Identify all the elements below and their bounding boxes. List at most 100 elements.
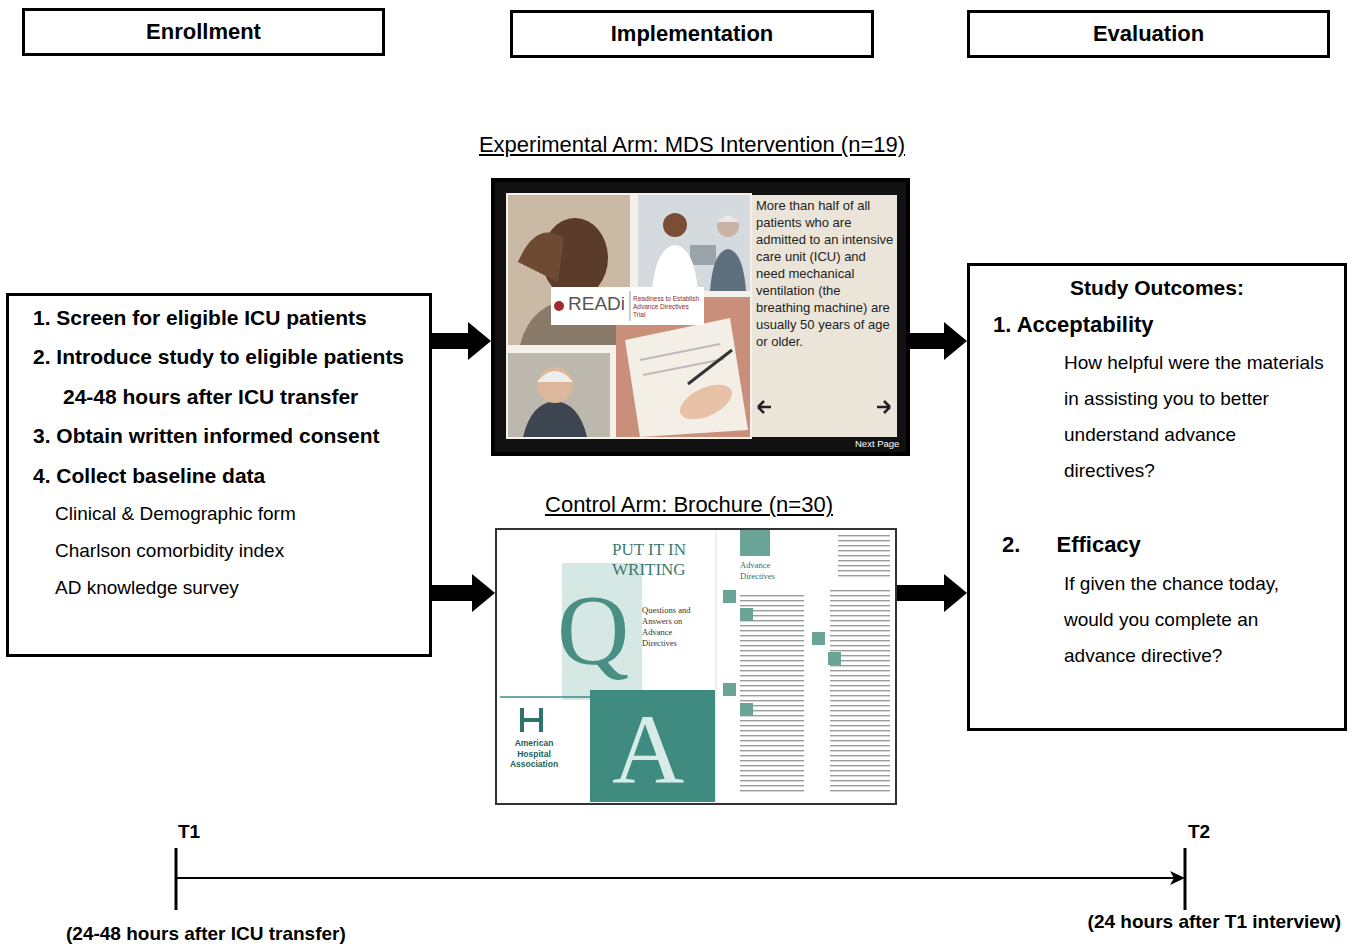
brochure-letter: Q: [557, 580, 629, 680]
label-slot: (24 hours after T1 interview): [1088, 910, 1341, 934]
logo-text: READi: [568, 291, 625, 317]
mds-screenshot-part: [506, 193, 752, 439]
photo-signing-form-part: [625, 318, 748, 437]
outcome-title: 2. Efficacy: [970, 527, 1344, 563]
brochure-illustration-part: [723, 683, 736, 696]
photo-doctor-visit: [638, 195, 750, 291]
outcome-question: How helpful were the materials in assist…: [970, 345, 1344, 489]
text-slot: Questions and Answers on Advance Directi…: [642, 605, 700, 649]
photo-older-man-part: [537, 367, 573, 403]
text-slot: American Hospital Association: [498, 738, 570, 770]
brochure-illustration-part: [500, 696, 590, 698]
photo-man-thinking-part: [518, 233, 564, 282]
timeline-arrowhead: [1170, 871, 1185, 885]
block-arrow: [910, 322, 967, 360]
photo-older-man: [508, 353, 610, 437]
baseline-item: AD knowledge survey: [9, 569, 419, 606]
photo-doctor-visit-part: [717, 215, 739, 222]
step-item: 2. Introduce study to eligible patients …: [9, 337, 419, 416]
nav-label: Next Page: [855, 438, 899, 450]
column-header-text: Evaluation: [1093, 21, 1204, 47]
text-slot: Control Arm: Brochure (n=30): [489, 492, 889, 518]
timeline-tick: [1184, 848, 1187, 910]
text-slot: More than half of all patients who are a…: [756, 197, 895, 350]
photo-signing-form-part: [688, 350, 732, 384]
brochure-illustration-part: [495, 528, 897, 805]
readi-badge: [551, 287, 704, 325]
brochure-illustration: [495, 528, 897, 805]
time-note: (24-48 hours after ICU transfer): [66, 922, 346, 946]
brochure-illustration-part: [830, 588, 890, 793]
readi-badge-part: [554, 301, 564, 311]
brochure-illustration-part: [740, 592, 804, 792]
publisher-name: American Hospital Association: [498, 738, 570, 770]
photo-doctor-visit-part: [690, 245, 716, 265]
text-slot: Advance Directives: [740, 560, 795, 581]
next-arrow-icon: [877, 401, 890, 413]
column-header-box: Enrollment: [22, 8, 385, 56]
text-panel: [752, 195, 897, 437]
time-point: T2: [1188, 820, 1210, 844]
photo-signing-form-part: [640, 344, 720, 360]
brochure-illustration-part: [812, 632, 825, 645]
brochure-illustration-part: [838, 534, 890, 580]
readi-badge-part: [551, 287, 704, 325]
photo-doctor-visit-part: [638, 195, 750, 291]
timeline-axis: [176, 877, 1176, 879]
study-outcomes-box: Study Outcomes:1. AcceptabilityHow helpf…: [967, 263, 1347, 731]
brochure-frame: Control Arm: Brochure (n=30)PUT IT IN WR…: [495, 528, 897, 805]
time-point: T1: [178, 820, 200, 844]
arm-heading: Experimental Arm: MDS Intervention (n=19…: [432, 132, 952, 158]
photo-older-man-part: [537, 371, 573, 382]
photo-doctor-visit-part: [717, 215, 739, 237]
brochure-letter: A: [612, 700, 684, 800]
photo-doctor-visit-part: [652, 245, 698, 291]
label-slot: T1: [178, 820, 200, 844]
step-item: 3. Obtain written informed consent: [9, 416, 419, 455]
back-arrow-icon: [758, 401, 771, 413]
text-slot: Next Page: [855, 438, 899, 450]
baseline-item: Charlson comorbidity index: [9, 532, 419, 569]
column-header-text: Implementation: [611, 21, 774, 47]
brochure-illustration-part: [740, 608, 753, 621]
step-item: 4. Collect baseline data: [9, 456, 419, 495]
brochure-illustration-part: [723, 590, 736, 603]
text-slot: Q: [557, 580, 629, 680]
brochure-title: PUT IT IN WRITING: [612, 540, 712, 579]
photo-older-man-part: [508, 353, 610, 437]
text-slot: Experimental Arm: MDS Intervention (n=19…: [432, 132, 952, 158]
text-slot: READi: [568, 291, 625, 317]
enrollment-steps-box: 1. Screen for eligible ICU patients2. In…: [6, 293, 432, 657]
text-slot: Readiness to Establish Advance Directive…: [633, 295, 701, 318]
page-heading: Advance Directives: [740, 560, 795, 581]
text-slot: PUT IT IN WRITING: [612, 540, 712, 579]
time-note: (24 hours after T1 interview): [1088, 910, 1341, 934]
brochure-subtitle: Questions and Answers on Advance Directi…: [642, 605, 700, 649]
block-arrow: [897, 574, 967, 612]
brochure-illustration-part: [590, 690, 715, 802]
aha-logo: [522, 708, 541, 732]
brochure-illustration-part: [740, 703, 753, 716]
photo-doctor-visit-part: [663, 213, 687, 237]
brochure-illustration-part: [740, 530, 770, 556]
photo-older-man-part: [523, 401, 587, 437]
label-slot: T2: [1188, 820, 1210, 844]
column-header-box: Evaluation: [967, 10, 1330, 58]
brochure-illustration-part: [716, 530, 717, 803]
screen-text: More than half of all patients who are a…: [756, 197, 895, 350]
step-item: 1. Screen for eligible ICU patients: [9, 298, 419, 337]
readi-badge-part: [630, 291, 631, 321]
photo-signing-form-part: [675, 377, 738, 426]
photo-doctor-visit-part: [710, 249, 746, 291]
baseline-item: Clinical & Demographic form: [9, 495, 419, 532]
arm-heading: Control Arm: Brochure (n=30): [489, 492, 889, 518]
label-slot: (24-48 hours after ICU transfer): [66, 922, 346, 946]
mds-screenshot-part: [491, 178, 910, 456]
text-slot: A: [612, 700, 684, 800]
outcomes-heading: Study Outcomes:: [970, 273, 1344, 303]
logo-subtitle: Readiness to Establish Advance Directive…: [633, 295, 701, 318]
mds-screenshot: [491, 178, 910, 456]
mds-screenshot-frame: Experimental Arm: MDS Intervention (n=19…: [491, 178, 910, 456]
column-header-text: Enrollment: [146, 19, 261, 45]
